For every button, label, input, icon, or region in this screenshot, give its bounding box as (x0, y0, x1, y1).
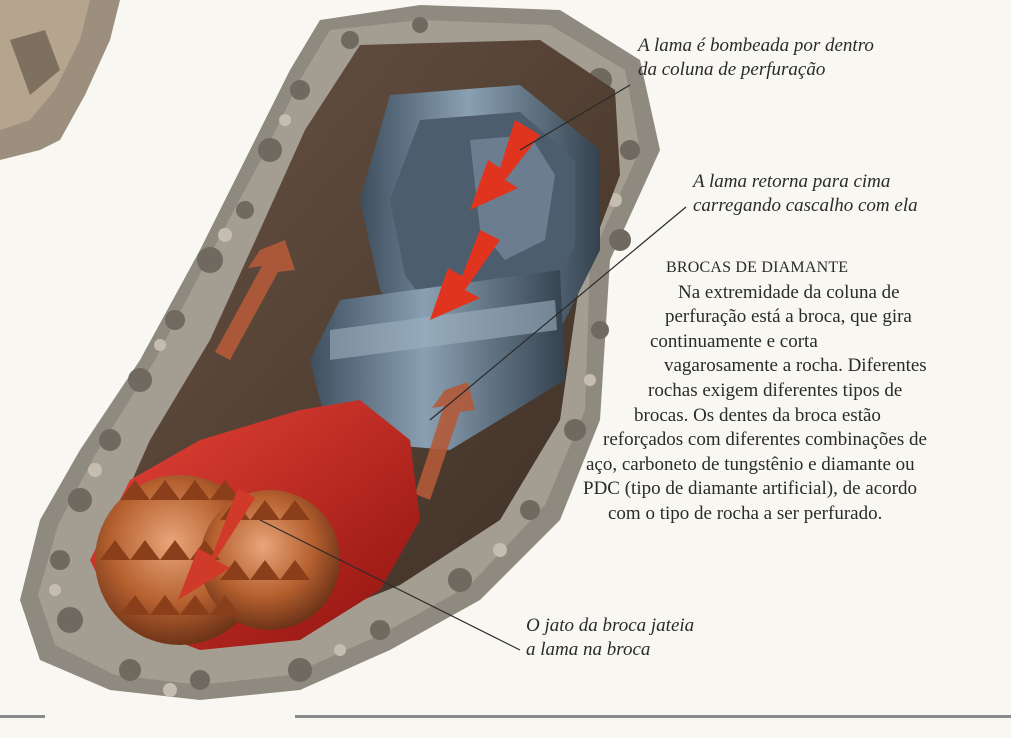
section-line: reforçados com diferentes combinações de (603, 428, 927, 453)
section-line: com o tipo de rocha a ser perfurado. (608, 502, 927, 527)
label-line: A lama retorna para cima (693, 170, 918, 194)
section-line: brocas. Os dentes da broca estão (634, 404, 927, 429)
label-bit-jet: O jato da broca jateia a lama na broca (526, 614, 694, 662)
upper-left-rock (0, 0, 120, 160)
section-line: continuamente e corta (650, 330, 927, 355)
label-line: A lama é bombeada por dentro (638, 34, 874, 58)
bottom-rule (0, 715, 1011, 718)
drill-bit-cones (95, 475, 340, 645)
diamond-bits-section: BROCAS DE DIAMANTE Na extremidade da col… (648, 256, 927, 527)
section-line: PDC (tipo de diamante artificial), de ac… (583, 477, 927, 502)
section-line: vagarosamente a rocha. Diferentes (664, 354, 927, 379)
section-title: BROCAS DE DIAMANTE (666, 256, 927, 281)
section-line: Na extremidade da coluna de (678, 281, 927, 306)
section-line: rochas exigem diferentes tipos de (648, 379, 927, 404)
section-line: perfuração está a broca, que gira (665, 305, 927, 330)
label-line: carregando cascalho com ela (693, 194, 918, 218)
section-line: aço, carboneto de tungstênio e diamante … (586, 453, 927, 478)
label-line: O jato da broca jateia (526, 614, 694, 638)
label-line: da coluna de perfuração (638, 58, 874, 82)
label-line: a lama na broca (526, 638, 694, 662)
label-mud-pumped: A lama é bombeada por dentro da coluna d… (638, 34, 874, 82)
label-mud-returns: A lama retorna para cima carregando casc… (693, 170, 918, 218)
